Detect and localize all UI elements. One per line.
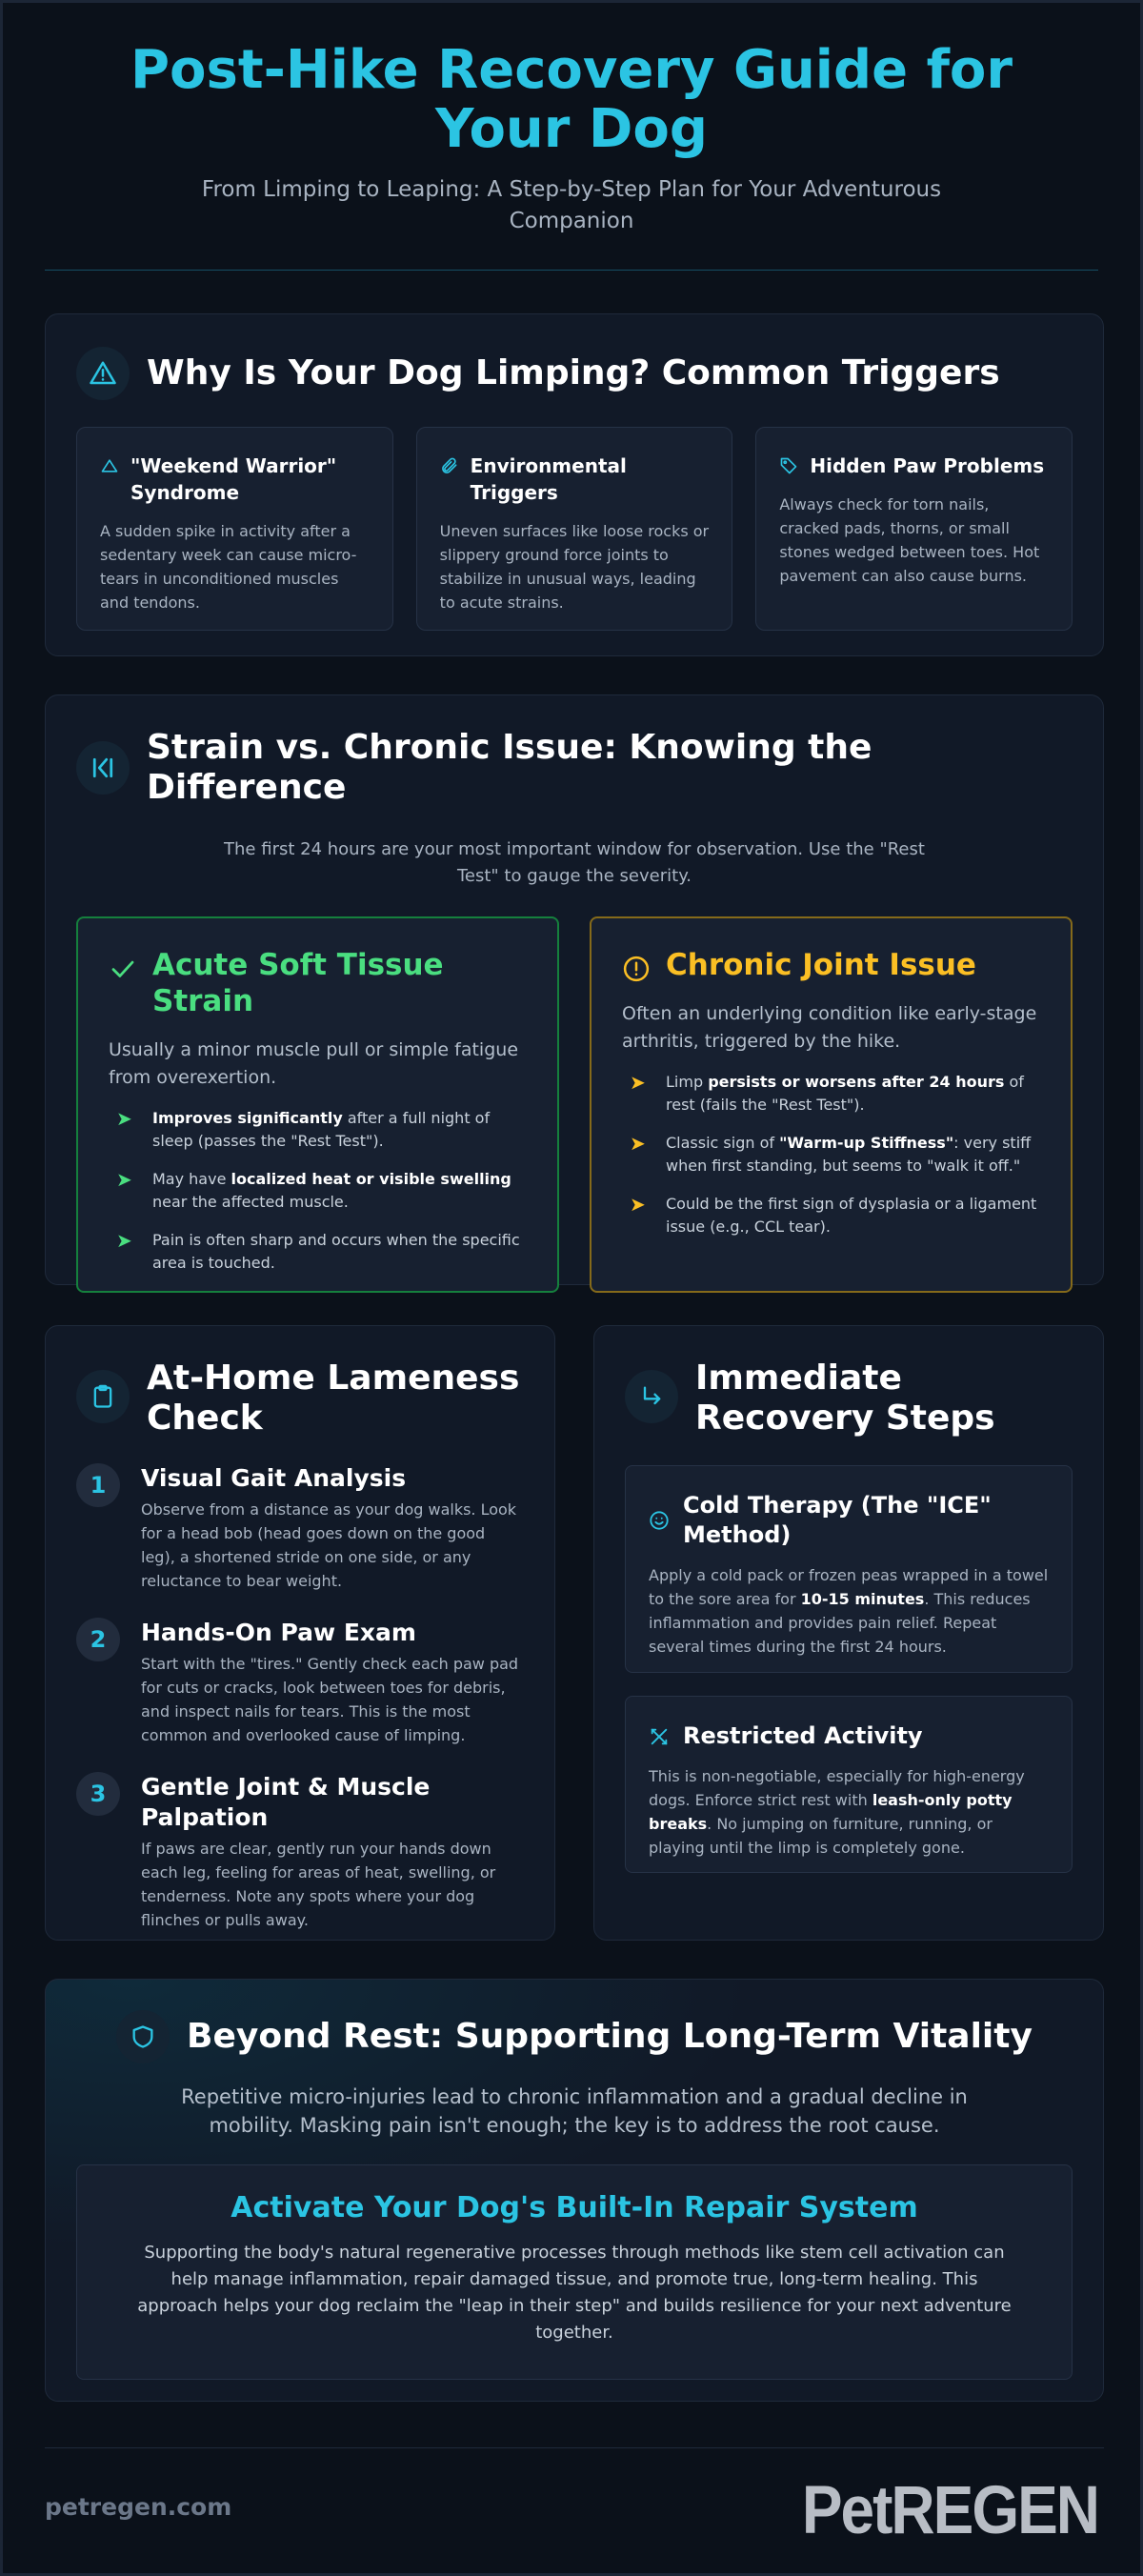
list-item: ➤ Limp persists or worsens after 24 hours… [622, 1071, 1040, 1117]
step-title: Hands-On Paw Exam [141, 1619, 416, 1646]
trigger-title: Environmental Triggers [470, 454, 627, 504]
text-emphasis: 10-15 minutes [800, 1590, 925, 1608]
list-item: ➤ Classic sign of "Warm-up Stiffness": ve… [622, 1132, 1040, 1177]
checkmark-icon [111, 960, 134, 977]
bullet-text: Pain is often sharp and occurs when the … [152, 1231, 520, 1272]
clipboard-icon [76, 1370, 130, 1423]
website-link[interactable]: petregen.com [45, 2493, 232, 2521]
triangle-icon [101, 459, 118, 473]
trigger-text: Always check for torn nails, cracked pad… [779, 495, 1040, 585]
bullet-text: of rest (fails the "Rest Test"). [666, 1073, 1024, 1114]
bullet-text: Limp [666, 1073, 709, 1091]
restricted-activity-title: Restricted Activity [683, 1722, 923, 1749]
trigger-title: "Weekend Warrior" Syndrome [130, 454, 337, 504]
trigger-card-environmental: Environmental Triggers Uneven surfaces l… [415, 427, 733, 631]
cold-therapy-card: Cold Therapy (The "ICE" Method) Apply a … [625, 1465, 1073, 1673]
header-divider [45, 270, 1098, 271]
corner-down-right-icon [625, 1370, 678, 1423]
step-number: 3 [76, 1772, 120, 1816]
bullet-emphasis: persists or worsens after 24 hours [708, 1073, 1005, 1091]
step-title: Visual Gait Analysis [141, 1464, 407, 1492]
trigger-text: Uneven surfaces like loose rocks or slip… [439, 522, 710, 612]
alert-circle-icon [623, 956, 650, 982]
text-span: . This reduces inflammation and provides… [649, 1590, 1031, 1656]
bullet-text: near the affected muscle. [152, 1193, 349, 1211]
list-item: ➤ Pain is often sharp and occurs when the… [109, 1229, 527, 1275]
arrow-icon: ➤ [116, 1229, 132, 1252]
restricted-activity-text: This is non-negotiable, especially for h… [649, 1764, 1049, 1860]
repair-system-text: Supporting the body's natural regenerati… [137, 2243, 1012, 2343]
trigger-card-paw-problems: Hidden Paw Problems Always check for tor… [755, 427, 1073, 631]
chronic-issue-card: Chronic Joint Issue Often an underlying … [590, 916, 1073, 1293]
cold-therapy-text: Apply a cold pack or frozen peas wrapped… [649, 1563, 1049, 1659]
recovery-title: Immediate Recovery Steps [695, 1358, 995, 1438]
arrow-icon: ➤ [630, 1132, 646, 1155]
restricted-activity-card: Restricted Activity This is non-negotiab… [625, 1696, 1073, 1873]
vitality-lead: Repetitive micro-injuries lead to chroni… [181, 2085, 968, 2137]
step-text: Observe from a distance as your dog walk… [141, 1500, 517, 1590]
page-subtitle: From Limping to Leaping: A Step-by-Step … [201, 177, 942, 233]
text-span: . No jumping on furniture, running, or p… [649, 1815, 993, 1857]
bullet-text: May have [152, 1170, 231, 1188]
page-title: Post-Hike Recovery Guide for Your Dog [130, 39, 1013, 160]
text-span: This is non-negotiable, especially for h… [649, 1767, 1025, 1809]
step-text: If paws are clear, gently run your hands… [141, 1840, 496, 1929]
triggers-title: Why Is Your Dog Limping? Common Triggers [147, 353, 1000, 392]
step-title: Gentle Joint & Muscle Palpation [141, 1773, 431, 1831]
text-span: Apply a cold pack or frozen peas wrapped… [649, 1566, 1049, 1608]
lameness-check-section: At-Home Lameness Check 1 Visual Gait Ana… [45, 1325, 555, 1941]
split-bar-icon [76, 741, 130, 795]
arrow-icon: ➤ [630, 1193, 646, 1216]
comparison-title: Strain vs. Chronic Issue: Knowing the Di… [147, 728, 872, 807]
repair-system-card: Activate Your Dog's Built-In Repair Syst… [76, 2164, 1073, 2380]
step-text: Start with the "tires." Gently check eac… [141, 1655, 519, 1744]
bullet-emphasis: "Warm-up Stiffness" [779, 1134, 954, 1152]
comparison-lead: The first 24 hours are your most importa… [224, 839, 925, 886]
footer-divider [45, 2447, 1104, 2448]
bullet-text: Classic sign of [666, 1134, 780, 1152]
smile-icon [650, 1511, 669, 1530]
vitality-section: Beyond Rest: Supporting Long-Term Vitali… [45, 1979, 1104, 2402]
comparison-section: Strain vs. Chronic Issue: Knowing the Di… [45, 694, 1104, 1293]
acute-strain-card: Acute Soft Tissue Strain Usually a minor… [76, 916, 559, 1293]
step-item: 2 Hands-On Paw Exam Start with the "tire… [76, 1618, 524, 1747]
header: Post-Hike Recovery Guide for Your Dog Fr… [45, 3, 1098, 271]
list-item: ➤ May have localized heat or visible swel… [109, 1168, 527, 1214]
bullet-text: Could be the first sign of dysplasia or … [666, 1195, 1037, 1236]
chronic-description: Often an underlying condition like early… [622, 1003, 1037, 1052]
text-emphasis: leash-only potty breaks [649, 1791, 1013, 1833]
trigger-card-weekend-warrior: "Weekend Warrior" Syndrome A sudden spik… [76, 427, 393, 631]
step-number: 1 [76, 1463, 120, 1507]
recovery-steps-section: Immediate Recovery Steps Cold Therapy (T… [593, 1325, 1104, 1941]
list-item: ➤ Improves significantly after a full nig… [109, 1107, 527, 1153]
list-item: ➤ Could be the first sign of dysplasia or… [622, 1193, 1040, 1238]
step-item: 1 Visual Gait Analysis Observe from a di… [76, 1463, 524, 1593]
tag-icon [781, 457, 797, 474]
acute-description: Usually a minor muscle pull or simple fa… [109, 1039, 519, 1088]
arrow-icon: ➤ [116, 1168, 132, 1191]
trigger-title: Hidden Paw Problems [810, 454, 1045, 477]
triggers-section: Why Is Your Dog Limping? Common Triggers… [45, 313, 1104, 656]
step-item: 3 Gentle Joint & Muscle Palpation If paw… [76, 1772, 524, 1932]
paperclip-icon [441, 457, 457, 473]
lameness-title: At-Home Lameness Check [147, 1358, 520, 1438]
brand-logo: PetREGEN [801, 2471, 1100, 2548]
arrow-icon: ➤ [116, 1107, 132, 1130]
acute-title: Acute Soft Tissue Strain [152, 948, 444, 1018]
repair-system-title: Activate Your Dog's Built-In Repair Syst… [231, 2191, 918, 2224]
chronic-title: Chronic Joint Issue [666, 948, 976, 982]
vitality-title: Beyond Rest: Supporting Long-Term Vitali… [187, 2017, 1033, 2056]
bullet-text: : very stiff when first standing, but se… [666, 1134, 1032, 1175]
arrow-icon: ➤ [630, 1071, 646, 1094]
step-number: 2 [76, 1618, 120, 1661]
bullet-text: after a full night of sleep (passes the … [152, 1109, 491, 1150]
crossed-tools-icon [651, 1728, 668, 1744]
bullet-emphasis: Improves significantly [152, 1109, 343, 1127]
cold-therapy-title: Cold Therapy (The "ICE" Method) [683, 1492, 992, 1548]
bullet-emphasis: localized heat or visible swelling [231, 1170, 511, 1188]
shield-icon [116, 2010, 170, 2063]
warning-triangle-icon [76, 347, 130, 400]
trigger-text: A sudden spike in activity after a seden… [100, 522, 357, 612]
